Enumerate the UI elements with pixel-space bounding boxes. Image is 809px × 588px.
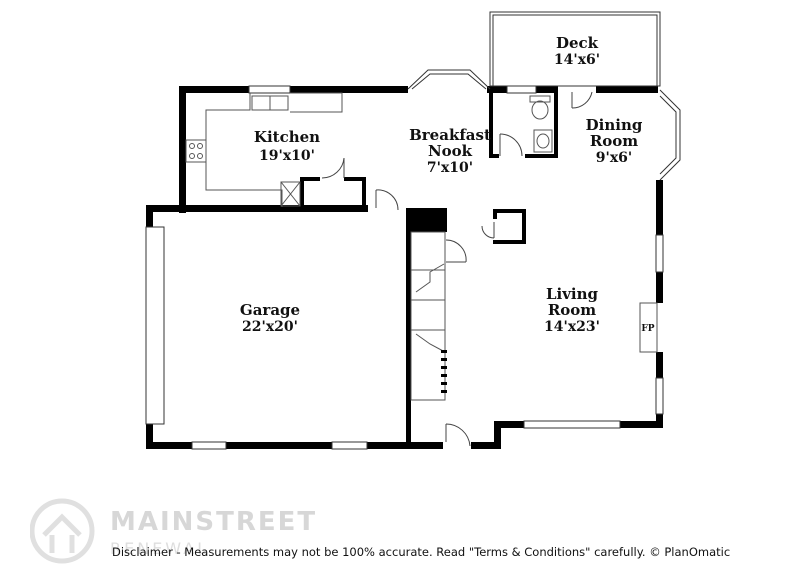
deck-label: Deck	[556, 34, 599, 52]
disclaimer-text: Disclaimer - Measurements may not be 100…	[112, 545, 731, 559]
deck-outline	[489, 11, 661, 87]
kitchen-label: Kitchen	[254, 128, 320, 146]
garage-label: Garage	[240, 301, 300, 319]
fireplace-label: FP	[641, 324, 654, 334]
brand-subtitle: RENEWAL	[110, 539, 210, 558]
house-logo-icon	[30, 498, 95, 564]
nook-label-line2: Nook	[428, 142, 473, 160]
dining-label-line1: Dining	[586, 116, 643, 134]
deck-dimensions: 14'x6'	[554, 52, 600, 68]
dining-dimensions: 9'x6'	[596, 150, 632, 166]
brand-name: MAINSTREET	[110, 507, 318, 537]
stair-treads	[441, 350, 447, 393]
living-label-line1: Living	[546, 285, 599, 303]
interior-walls	[300, 92, 558, 442]
exterior-walls	[146, 86, 663, 449]
windows	[145, 69, 681, 450]
brand-watermark: MAINSTREET RENEWAL	[30, 495, 320, 575]
nook-label-line1: Breakfast	[409, 126, 491, 144]
kitchen-dimensions: 19'x10'	[259, 148, 315, 164]
dining-label-line2: Room	[590, 132, 638, 150]
living-dimensions: 14'x23'	[544, 319, 600, 335]
fixtures	[185, 92, 658, 401]
nook-dimensions: 7'x10'	[427, 160, 473, 176]
garage-dimensions: 22'x20'	[242, 319, 298, 335]
living-label-line2: Room	[548, 301, 596, 319]
door-swings	[321, 91, 593, 447]
room-labels: Deck 14'x6' Kitchen 19'x10' Breakfast No…	[240, 34, 655, 335]
